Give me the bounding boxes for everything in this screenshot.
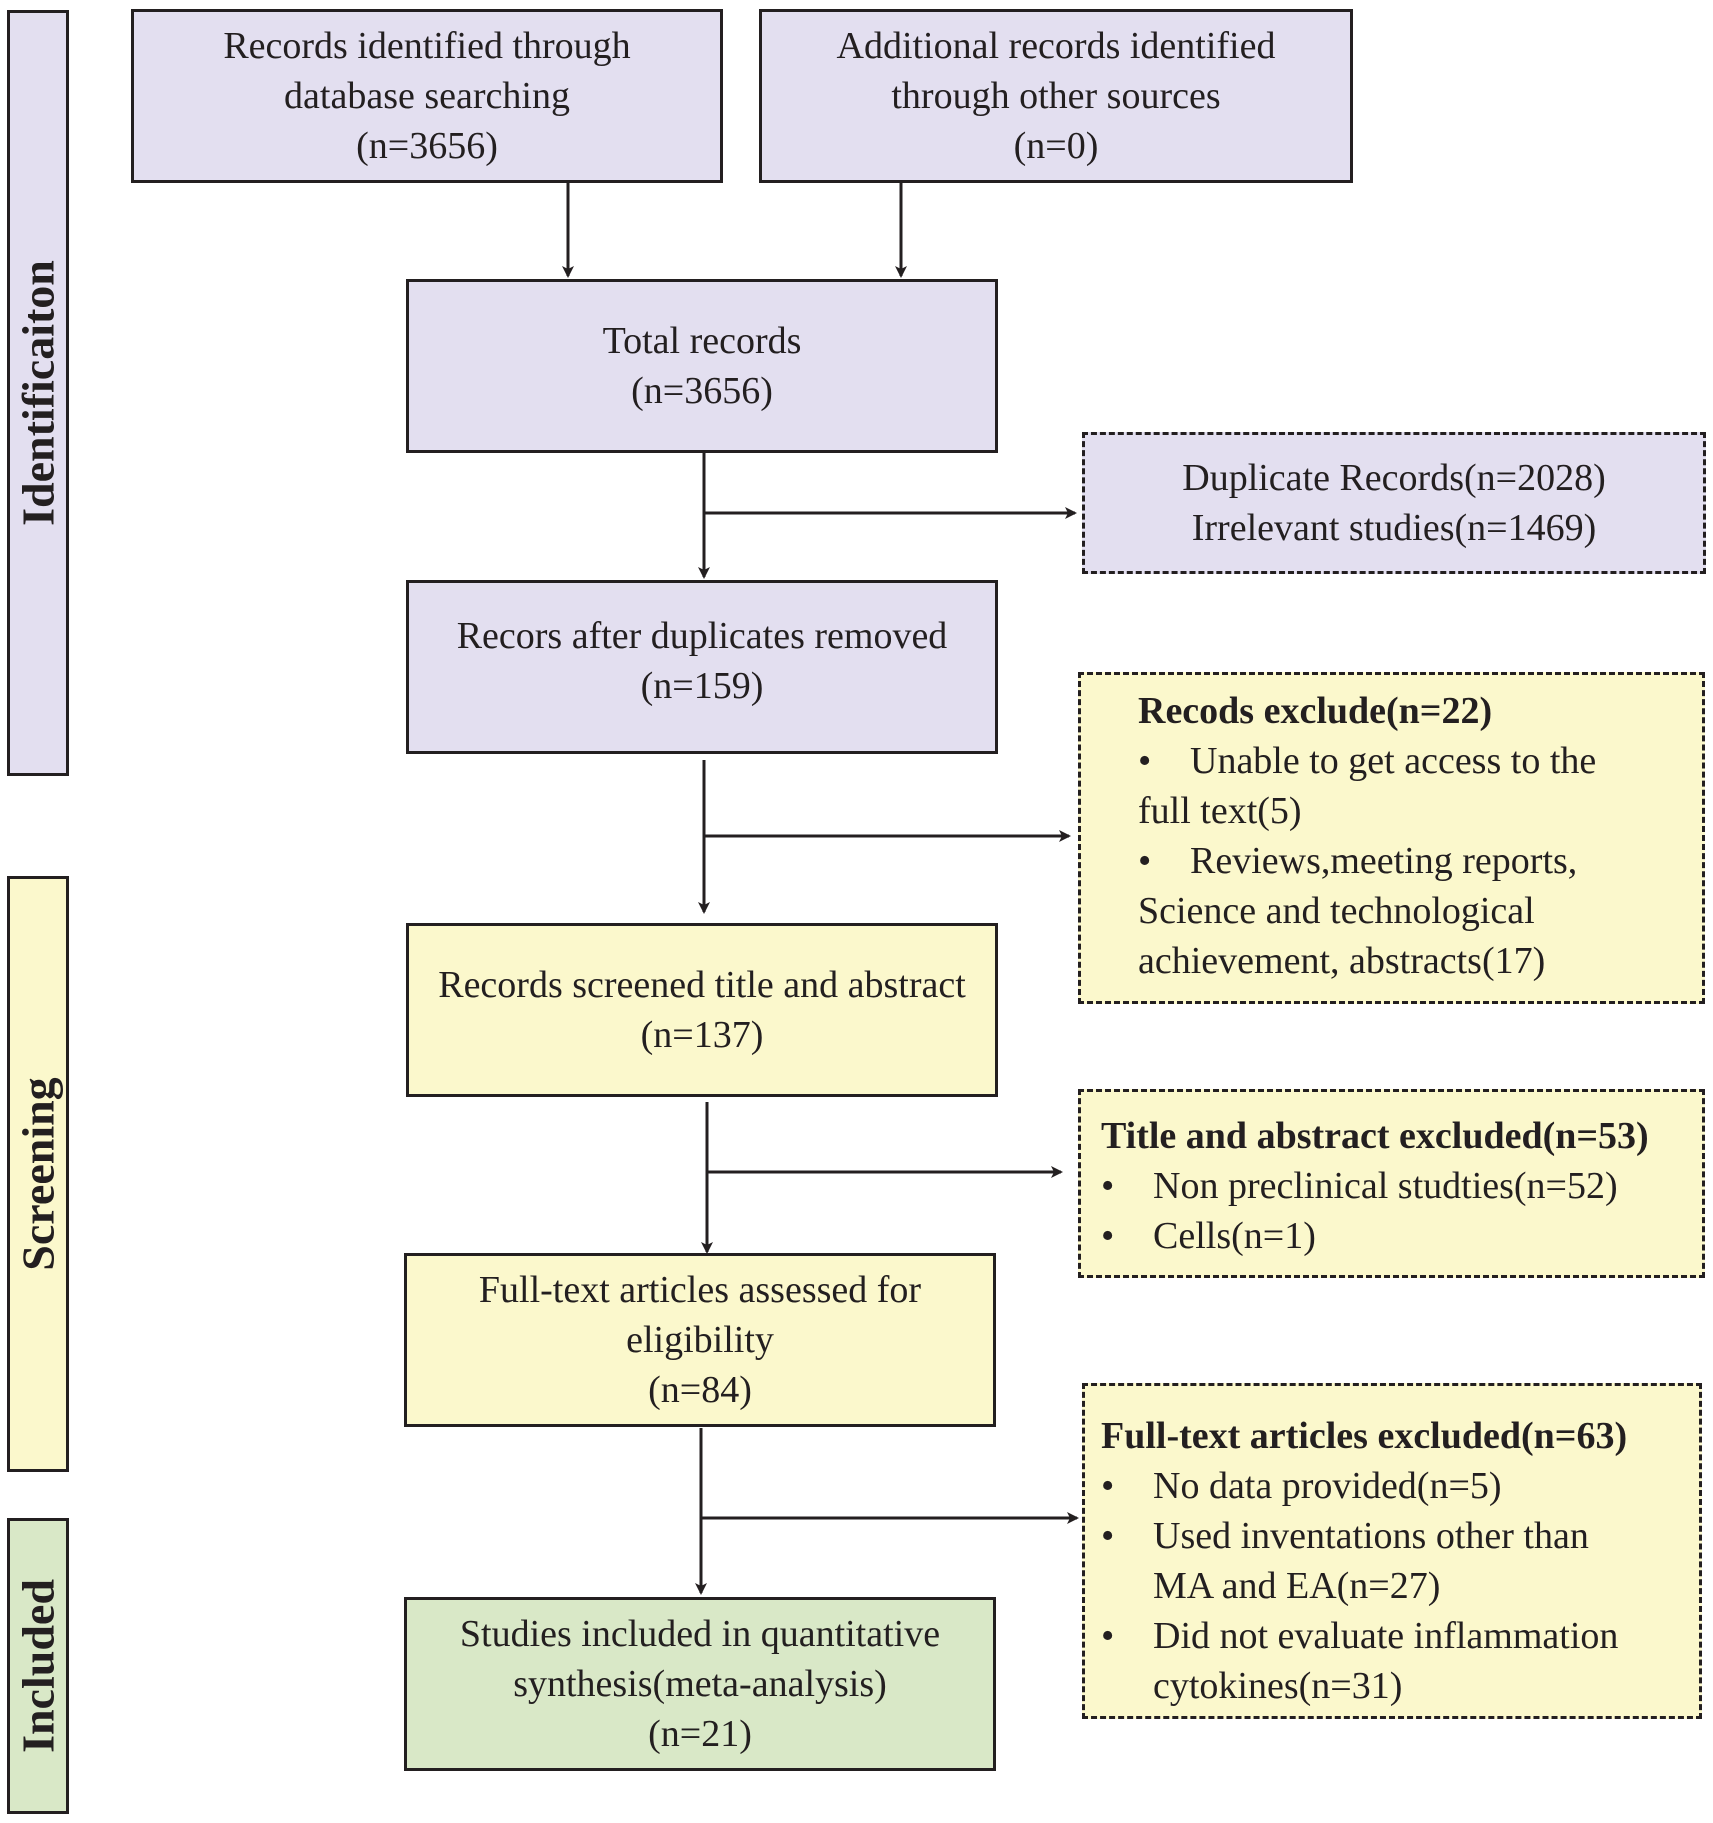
box-duplicate-excluded: Duplicate Records(n=2028) Irrelevant stu… xyxy=(1082,432,1706,574)
phase-screening: Screening xyxy=(7,876,69,1472)
phase-included: Included xyxy=(7,1518,69,1814)
box-after-duplicates: Recors after duplicates removed (n=159) xyxy=(406,580,998,754)
fulltext-excluded-item: • Used inventations other than xyxy=(1101,1511,1589,1561)
bullet-dot: • xyxy=(1101,1615,1115,1657)
title-excluded-item: • Cells(n=1) xyxy=(1101,1211,1316,1261)
box-database-records: Records identified through database sear… xyxy=(131,9,723,183)
phase-identification: Identificaiton xyxy=(7,10,69,776)
records-excluded-item: • Unable to get access to the xyxy=(1138,736,1596,786)
records-excluded-item: • Reviews,meeting reports, xyxy=(1138,836,1577,886)
fulltext-excluded-item: • Did not evaluate inflammation xyxy=(1101,1611,1618,1661)
box-screened: Records screened title and abstract (n=1… xyxy=(406,923,998,1097)
bullet-dot: • xyxy=(1138,840,1152,882)
fulltext-excluded-item: • No data provided(n=5) xyxy=(1101,1461,1502,1511)
box-records-excluded: Recods exclude(n=22) • Unable to get acc… xyxy=(1078,672,1705,1004)
title-excluded-item: • Non preclinical studties(n=52) xyxy=(1101,1161,1618,1211)
bullet-dot: • xyxy=(1138,740,1152,782)
box-title-excluded: Title and abstract excluded(n=53) • Non … xyxy=(1078,1089,1705,1278)
bullet-dot: • xyxy=(1101,1165,1115,1207)
box-fulltext-assessed: Full-text articles assessed for eligibil… xyxy=(404,1253,996,1427)
box-fulltext-excluded: Full-text articles excluded(n=63) • No d… xyxy=(1082,1383,1702,1719)
bullet-dot: • xyxy=(1101,1465,1115,1507)
box-total-records: Total records (n=3656) xyxy=(406,279,998,453)
bullet-dot: • xyxy=(1101,1215,1115,1257)
box-other-sources: Additional records identified through ot… xyxy=(759,9,1353,183)
box-studies-included: Studies included in quantitative synthes… xyxy=(404,1597,996,1771)
bullet-dot: • xyxy=(1101,1515,1115,1557)
